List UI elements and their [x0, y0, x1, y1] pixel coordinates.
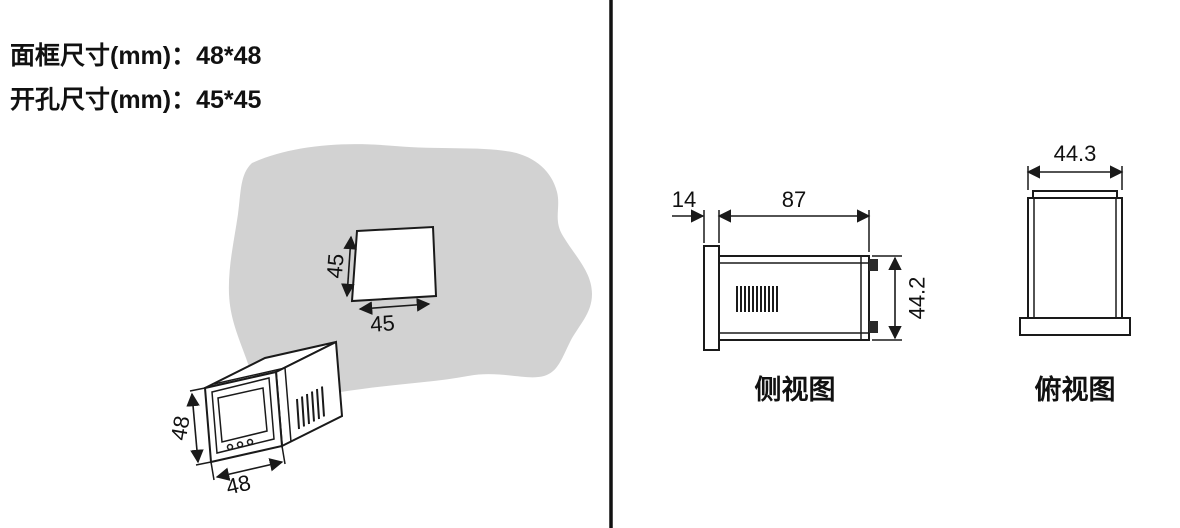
top-width-label: 44.3 — [1054, 141, 1097, 166]
vent-slots-3d — [296, 386, 325, 430]
bezel-edge-lines — [213, 367, 292, 443]
side-view-right-ext-lines — [872, 255, 902, 341]
instrument-height-label: 48 — [166, 414, 195, 442]
instrument-height-dim-line — [186, 392, 204, 464]
side-view-title: 侧视图 — [755, 375, 836, 405]
instrument-width-ext-lines — [210, 445, 286, 481]
side-view-case-lines — [719, 256, 869, 340]
cutout-width-label: 45 — [369, 310, 395, 337]
top-view-title: 俯视图 — [1035, 374, 1116, 405]
top-view-body — [1027, 197, 1123, 319]
side-view-vent-slots — [736, 286, 778, 312]
side-view-terminal-top — [869, 259, 878, 271]
instrument-3d: 48 48 — [166, 340, 344, 500]
top-view: 44.3 俯视图 — [1019, 141, 1131, 405]
indicator-dot — [246, 438, 254, 446]
top-view-case-lines — [1033, 199, 1117, 318]
side-height-label: 44.2 — [905, 277, 930, 320]
cutout-height-label: 45 — [322, 253, 349, 280]
instrument-width-label: 48 — [224, 470, 253, 500]
indicator-dot — [226, 443, 234, 451]
side-view-flange — [703, 245, 720, 351]
side-view-terminal-bottom — [869, 321, 878, 333]
top-view-ext-lines — [1027, 166, 1123, 190]
depth-label: 87 — [782, 187, 806, 212]
cutout-height-dim-line — [341, 235, 357, 298]
panel-cutout — [350, 225, 438, 303]
instrument-width-dim-line — [215, 458, 284, 481]
side-view: 14 87 44.2 侧视图 — [672, 187, 930, 405]
cutout-width-dim-line — [358, 298, 431, 315]
display-window — [217, 387, 268, 443]
top-view-base-flange — [1019, 317, 1131, 336]
indicator-dot — [236, 441, 244, 448]
flange-thickness-label: 14 — [672, 187, 696, 212]
instrument-height-ext-lines — [189, 387, 212, 466]
cutout-size-text: 开孔尺寸(mm)：45*45 — [10, 86, 262, 114]
indicator-dots — [226, 438, 254, 451]
frame-size-text: 面框尺寸(mm)：48*48 — [10, 42, 262, 70]
left-section: 面框尺寸(mm)：48*48 开孔尺寸(mm)：45*45 45 45 — [10, 42, 592, 500]
bezel-frame — [211, 377, 275, 454]
